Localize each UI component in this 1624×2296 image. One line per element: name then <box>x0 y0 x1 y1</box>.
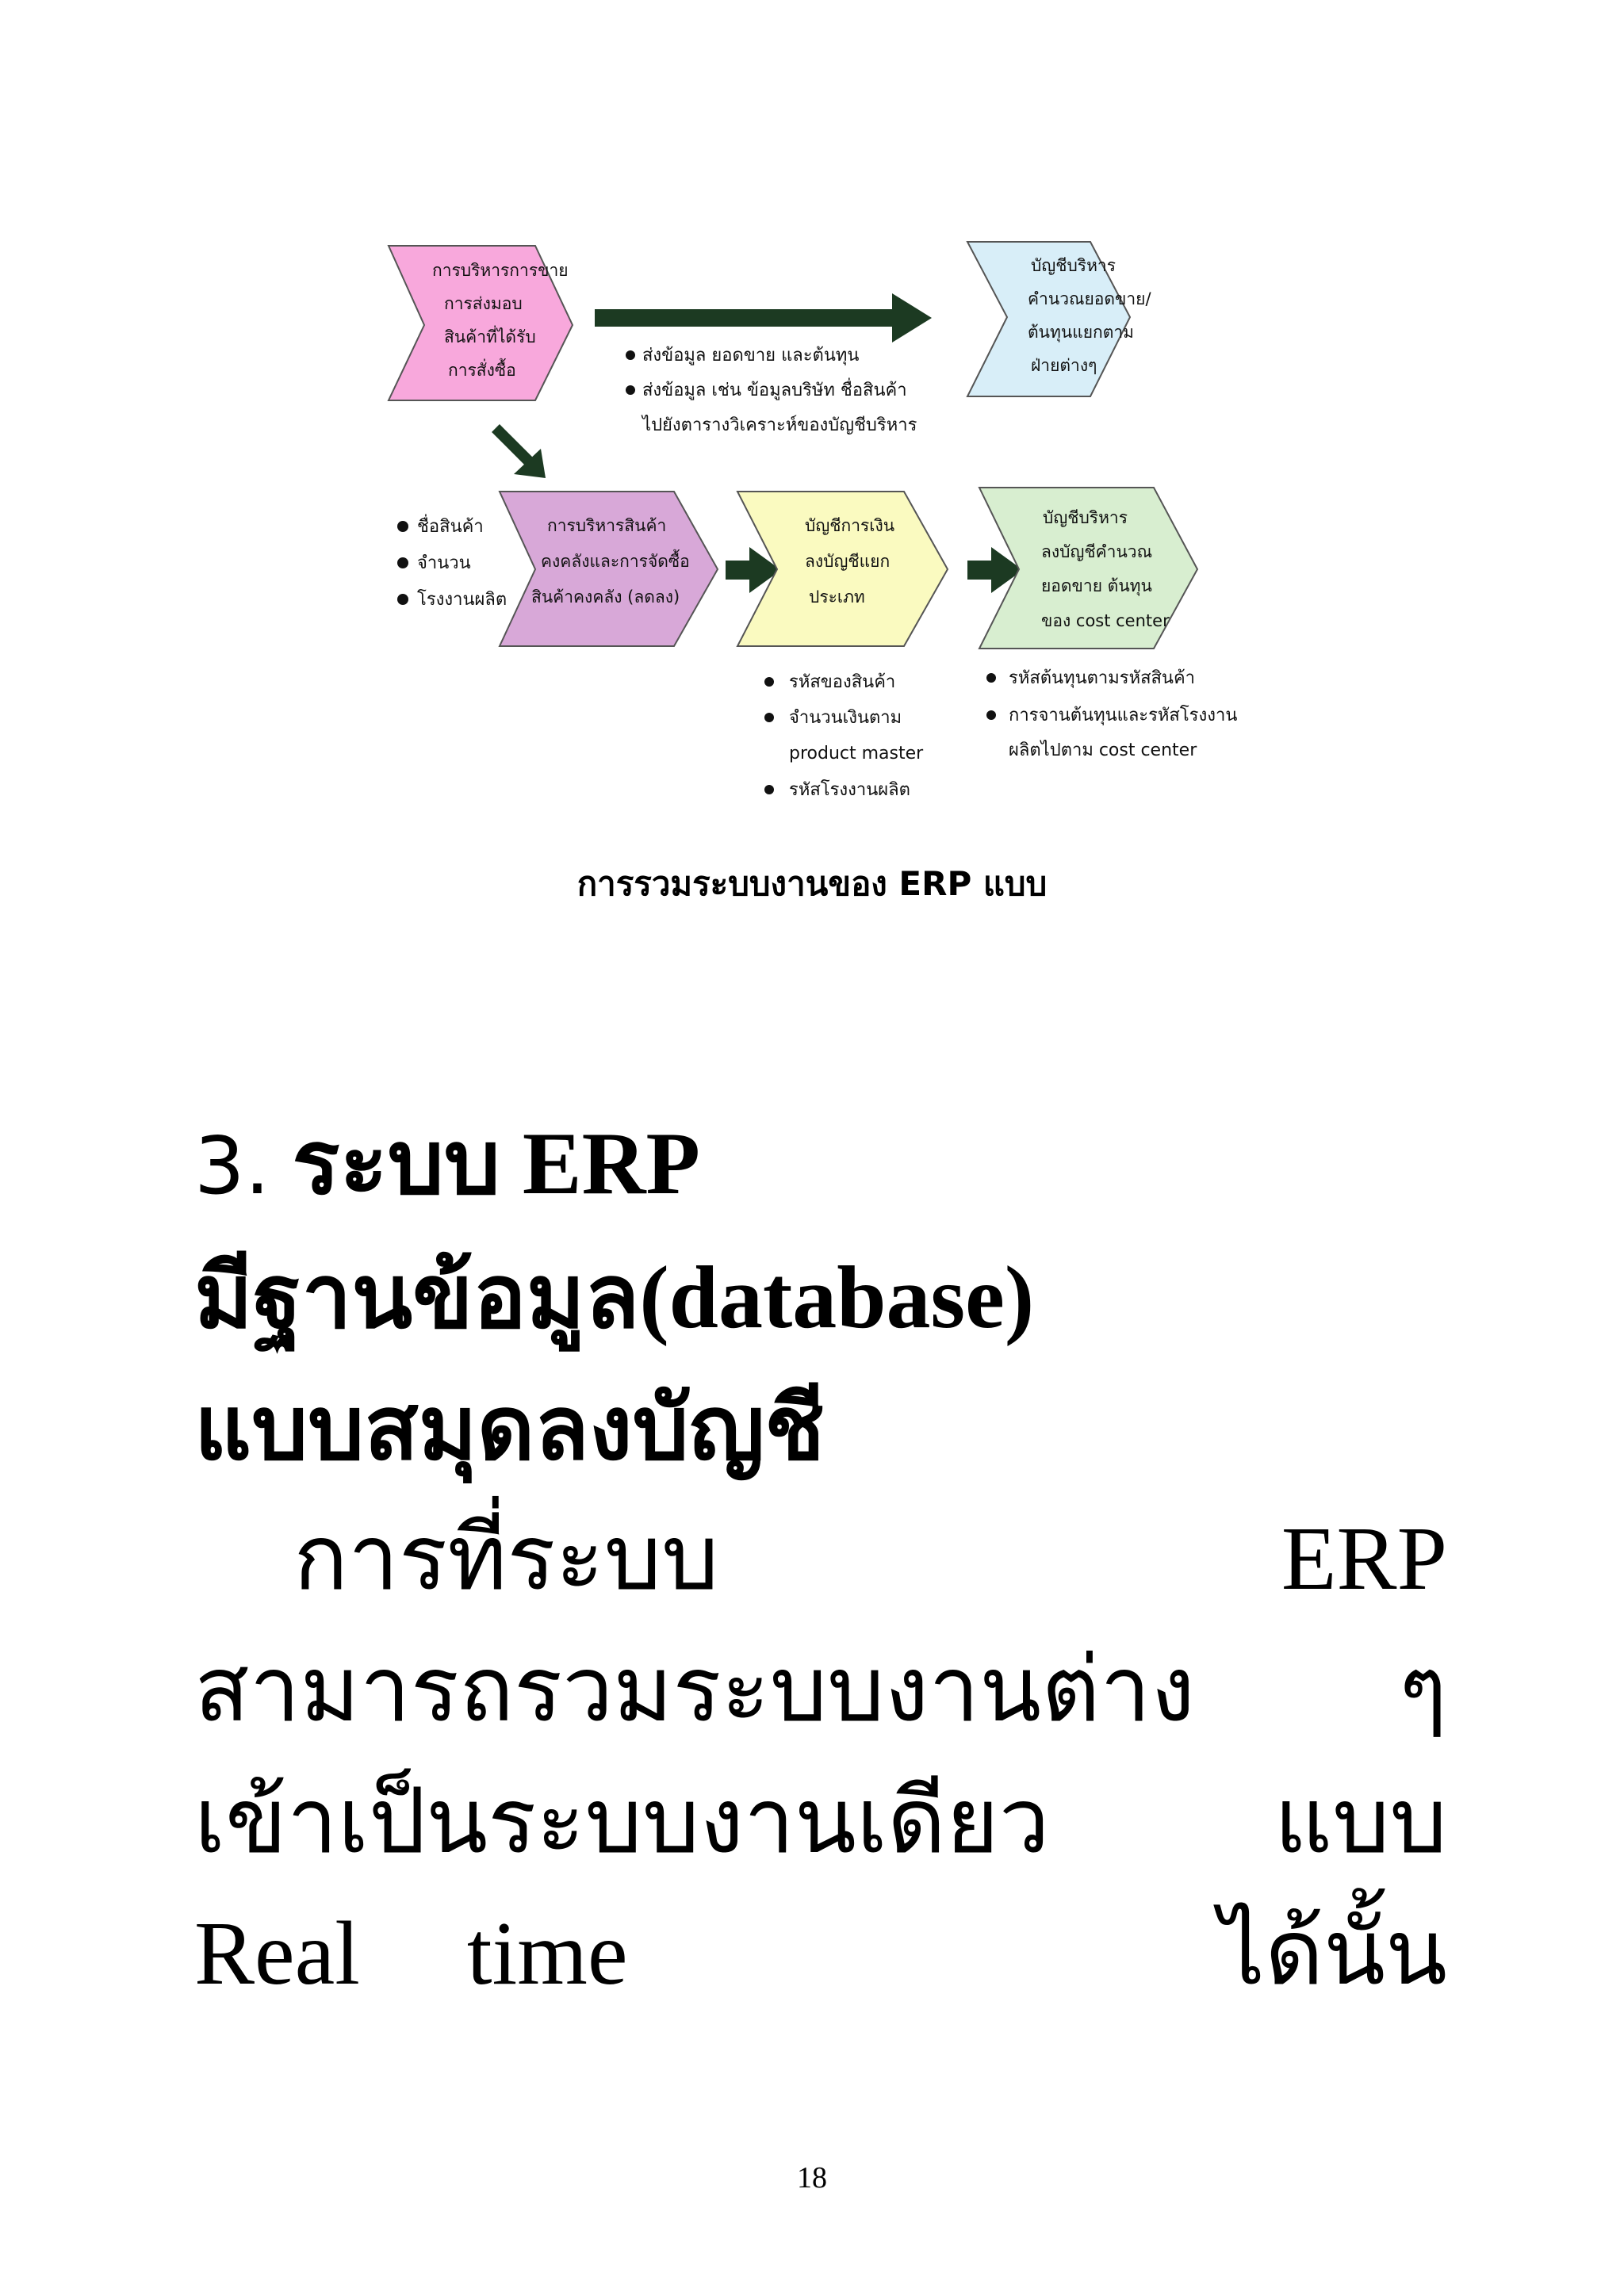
body-row-1-right: ERP <box>1281 1508 1447 1609</box>
body-row-3: เข้าเป็นระบบงานเดียว แบบ <box>194 1756 1447 1888</box>
chev-mgmt-top-line: ต้นทุนแยกตาม <box>1028 323 1134 342</box>
top-bullet-cont: ไปยังตารางวิเคราะห์ของบัญชีบริหาร <box>641 415 917 435</box>
chev-sales-line: สินค้าที่ได้รับ <box>444 325 536 346</box>
diagram-svg: การบริหารการขาย การส่งมอบ สินค้าที่ได้รั… <box>387 241 1237 800</box>
left-bullets: ชื่อสินค้า จำนวน โรงงานผลิต <box>397 514 507 610</box>
chev-mgmt-top-line: คำนวณยอดขาย/ <box>1028 289 1151 308</box>
chev-finance-line: ประเภท <box>809 587 865 607</box>
chev-mgmt-top-line: ฝ่ายต่างๆ <box>1031 356 1097 375</box>
mgmt-bullet: รหัสต้นทุนตามรหัสสินค้า <box>1009 668 1195 688</box>
heading-number: 3. <box>194 1119 270 1212</box>
chev-mgmt-top-line: บัญชีบริหาร <box>1031 256 1116 275</box>
chev-mgmt-bottom-line: ลงบัญชีคำนวณ <box>1041 542 1152 561</box>
chev-finance-line: ลงบัญชีแยก <box>805 552 890 571</box>
body-row-1: การที่ระบบ ERP <box>194 1493 1447 1624</box>
mgmt-bullet-cont: ผลิตไปตาม cost center <box>1009 740 1197 760</box>
heading-line-3: แบบสมุดลงบัญชี <box>194 1380 825 1479</box>
left-bullet: โรงงานผลิต <box>417 589 507 610</box>
left-bullet: จำนวน <box>417 553 471 573</box>
body-paragraph: การที่ระบบ ERP สามารถรวมระบบงานต่าง ๆ เข… <box>194 1493 1447 2019</box>
chevron-inventory <box>498 491 719 647</box>
top-bullets: ส่งข้อมูล ยอดขาย และต้นทุน ส่งข้อมูล เช่… <box>626 346 917 435</box>
chev-sales-line: การส่งมอบ <box>444 294 523 313</box>
page-number: 18 <box>797 2161 827 2195</box>
heading-line-2: มีฐานข้อมูล(database) <box>194 1249 1035 1347</box>
chev-sales-line: การสั่งซื้อ <box>448 358 516 380</box>
left-bullet: ชื่อสินค้า <box>417 514 484 537</box>
heading-line-1: 3. ระบบ ERP <box>194 1098 1463 1232</box>
body-row-4: Real time ได้นั้น <box>194 1888 1447 2019</box>
body-row-3-right: แบบ <box>1274 1771 1447 1872</box>
chevron-finance <box>736 491 949 647</box>
arrow-to-management <box>967 547 1023 593</box>
chev-inventory-line: สินค้าคงคลัง (ลดลง) <box>531 587 680 607</box>
chevron-management-bottom <box>978 487 1199 649</box>
body-row-4-left: Real time <box>194 1888 628 2019</box>
finance-bullet: รหัสโรงงานผลิต <box>789 779 910 800</box>
arrow-diagonal-down <box>492 424 546 478</box>
chev-sales-line: การบริหารการขาย <box>432 261 569 280</box>
chevron-inventory-text: การบริหารสินค้า คงคลังและการจัดซื้อ สินค… <box>531 516 690 607</box>
section-heading: 3. ระบบ ERP มีฐานข้อมูล(database) แบบสมุ… <box>194 1098 1463 1495</box>
chev-mgmt-bottom-line: บัญชีบริหาร <box>1043 508 1128 527</box>
chev-mgmt-bottom-line: ของ cost center <box>1041 611 1170 630</box>
body-row-4-right: ได้นั้น <box>1219 1903 1447 2003</box>
finance-bullet: รหัสของสินค้า <box>789 672 895 692</box>
body-row-3-left: เข้าเป็นระบบงานเดียว <box>194 1771 1050 1872</box>
body-row-2-left: สามารถรวมระบบงานต่าง <box>194 1640 1195 1740</box>
body-row-2-right: ๆ <box>1398 1640 1447 1740</box>
finance-bullet-cont: product master <box>789 744 924 763</box>
erp-integration-diagram: การบริหารการขาย การส่งมอบ สินค้าที่ได้รั… <box>365 214 1285 817</box>
chev-mgmt-bottom-line: ยอดขาย ต้นทุน <box>1041 576 1152 596</box>
chevron-finance-text: บัญชีการเงิน ลงบัญชีแยก ประเภท <box>805 516 894 607</box>
heading-line-1-text: ระบบ ERP <box>270 1115 700 1213</box>
finance-bullets: รหัสของสินค้า จำนวนเงินตาม product maste… <box>764 672 924 800</box>
chevron-sales <box>387 245 574 401</box>
body-row-2: สามารถรวมระบบงานต่าง ๆ <box>194 1624 1447 1756</box>
chevron-management-top <box>966 241 1132 397</box>
chevron-management-bottom-text: บัญชีบริหาร ลงบัญชีคำนวณ ยอดขาย ต้นทุน ข… <box>1041 508 1170 630</box>
top-bullet: ส่งข้อมูล เช่น ข้อมูลบริษัท ชื่อสินค้า <box>642 377 907 400</box>
chev-inventory-line: คงคลังและการจัดซื้อ <box>541 549 690 571</box>
chev-inventory-line: การบริหารสินค้า <box>547 516 666 535</box>
chev-finance-line: บัญชีการเงิน <box>805 516 894 535</box>
mgmt-bullet: การจานต้นทุนและรหัสโรงงาน <box>1009 705 1237 725</box>
body-row-1-left: การที่ระบบ <box>293 1508 719 1609</box>
arrow-top-right <box>595 293 932 342</box>
mgmt-bullets: รหัสต้นทุนตามรหัสสินค้า การจานต้นทุนและร… <box>986 668 1237 760</box>
chevron-sales-text: การบริหารการขาย การส่งมอบ สินค้าที่ได้รั… <box>432 261 569 380</box>
body-row-4-word-real: Real <box>194 1903 360 2003</box>
chevron-management-top-text: บัญชีบริหาร คำนวณยอดขาย/ ต้นทุนแยกตาม ฝ่… <box>1028 256 1151 375</box>
arrow-to-finance <box>726 547 781 593</box>
figure-caption: การรวมระบบงานของ ERP แบบ <box>576 864 1048 903</box>
top-bullet: ส่งข้อมูล ยอดขาย และต้นทุน <box>642 346 859 365</box>
finance-bullet: จำนวนเงินตาม <box>789 708 902 728</box>
body-row-4-word-time: time <box>466 1903 628 2003</box>
